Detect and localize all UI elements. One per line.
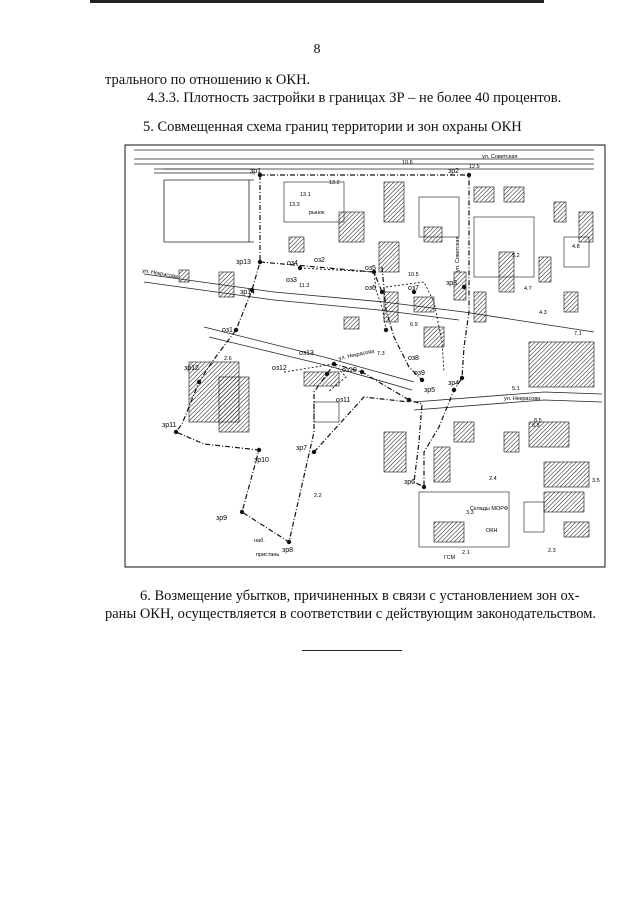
label-oz12: оз12	[272, 365, 287, 372]
label-oz7: оз7	[408, 285, 419, 292]
label-zr9: зр9	[216, 515, 227, 522]
num: 2.6	[224, 356, 232, 362]
label-okn: ОКН	[486, 528, 497, 534]
label-zr7: зр7	[296, 445, 307, 452]
label-zr4: зр4	[448, 380, 459, 387]
top-edge-line	[90, 0, 544, 3]
zones-scheme-map: зр1 зр2 зр3 зр4 зр5 зр6 зр7 зр8 зр9 зр10…	[124, 144, 606, 568]
label-oz8: оз8	[408, 355, 419, 362]
num: 4.8	[572, 244, 580, 250]
paragraph-6-line-2: раны ОКН, осуществляется в соответствии …	[105, 606, 597, 622]
num: 13.2	[329, 180, 340, 186]
num: 7.1	[574, 331, 582, 337]
num: 3.3	[466, 510, 474, 516]
num: 6.9	[410, 322, 418, 328]
num: 2.3	[548, 548, 556, 554]
num: 4.3	[539, 310, 547, 316]
num: 6.5	[532, 423, 540, 429]
label-zr1: зр1	[250, 168, 261, 175]
label-oz9: оз9	[414, 370, 425, 377]
num: 5.1	[512, 386, 520, 392]
num: 11.3	[299, 283, 309, 289]
num: 3.5	[592, 478, 600, 484]
top-street	[134, 149, 594, 170]
separator-line	[302, 650, 402, 651]
label-zr13: зр13	[236, 259, 251, 266]
label-zr11: зр11	[162, 422, 176, 429]
point-labels: зр1 зр2 зр3 зр4 зр5 зр6 зр7 зр8 зр9 зр10…	[162, 168, 459, 554]
label-oz2: оз2	[314, 257, 325, 264]
num: 10.6	[402, 160, 413, 166]
rail-tracks	[154, 168, 254, 243]
num: 13.3	[289, 202, 300, 208]
label-zr6: зр6	[404, 479, 415, 486]
num: 5.2	[512, 253, 520, 259]
label-sklady: Склады МОРФ	[470, 506, 508, 512]
paragraph-line-2: 4.3.3. Плотность застройки в границах ЗР…	[147, 90, 562, 106]
label-zr8: зр8	[282, 547, 293, 554]
label-oz4: оз4	[287, 260, 298, 267]
label-zr14: зр14	[240, 289, 255, 296]
label-oz13: оз13	[299, 350, 314, 357]
boundary-vertices	[173, 172, 472, 545]
buildings	[178, 181, 595, 543]
num: 2.2	[314, 493, 322, 499]
street-sovetskaya: ул. Советская	[482, 154, 517, 160]
label-zr10: зр10	[254, 457, 269, 464]
street-sovetskaya-2: ул. Советская	[455, 237, 461, 272]
label-pristan: пристань	[256, 552, 279, 558]
num: 2.1	[462, 550, 470, 556]
label-zr5: зр5	[424, 387, 435, 394]
section-heading: 5. Совмещенная схема границ территории и…	[143, 119, 522, 135]
label-gsm: ГСМ	[444, 555, 456, 561]
page-number: 8	[313, 42, 321, 57]
num: 7.3	[377, 351, 385, 357]
section-numbers: 2.6 2.4 2.2 2.3 2.1 3.3 3.5 4.3 4.7 4.8 …	[224, 160, 600, 556]
label-oz11: оз11	[336, 397, 350, 404]
num: 10.5	[408, 272, 419, 278]
label-zr12: зр12	[184, 365, 199, 372]
label-oz3: оз3	[286, 277, 297, 284]
label-oz5: оз5	[365, 265, 376, 272]
paragraph-6-line-1: 6. Возмещение убытков, причиненных в свя…	[140, 588, 580, 604]
num: 2.4	[489, 476, 497, 482]
okn-zone-boundary	[283, 267, 445, 393]
map-frame	[124, 144, 606, 568]
label-oz10: оз10	[342, 367, 357, 374]
num: 13.1	[300, 192, 311, 198]
street-nekrasova-3: ул. Некрасова	[504, 396, 541, 402]
num: 8.5	[534, 418, 542, 424]
label-oz1: оз1	[222, 327, 233, 334]
num: 12.5	[469, 164, 480, 170]
num: 4.7	[524, 286, 532, 292]
label-zr3: зр3	[446, 280, 457, 287]
building-outlines	[283, 181, 590, 548]
label-rynok: рынок	[309, 210, 325, 216]
label-oz6: оз6	[365, 285, 376, 292]
label-zr2: зр2	[448, 168, 459, 175]
street-naberezhnaya: наб.	[254, 538, 265, 544]
map-labels: рынок Склады МОРФ пристань ГСМ ОКН	[256, 210, 508, 561]
paragraph-line-1: трального по отношению к ОКН.	[105, 72, 311, 88]
